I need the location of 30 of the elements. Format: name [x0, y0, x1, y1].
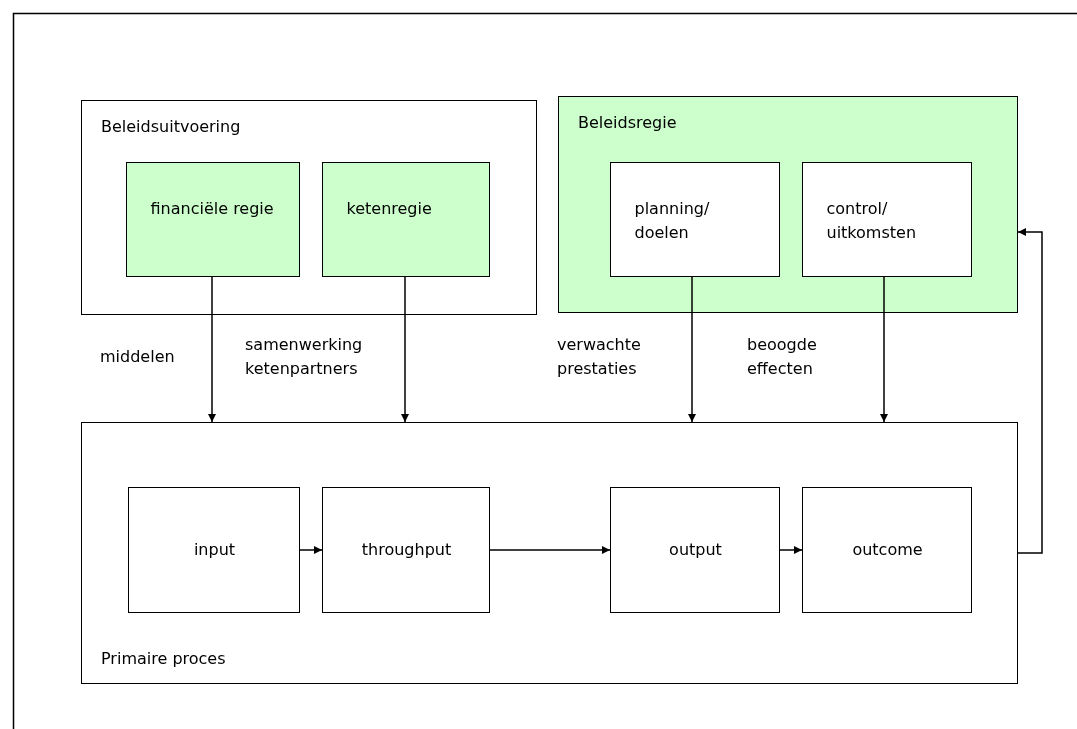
box-label: input: [192, 538, 237, 561]
arrow: [299, 546, 323, 554]
box-label: throughput: [360, 538, 453, 561]
arrow: [688, 276, 696, 423]
box-label: ketenregie: [346, 197, 433, 220]
arrow: [880, 276, 888, 423]
box-label: control/ uitkomsten: [826, 197, 918, 244]
group-title: Beleidsuitvoering: [101, 116, 241, 138]
group-box: [558, 96, 1018, 313]
process-box: [125, 161, 300, 277]
box-label: output: [668, 538, 723, 561]
arrow: [208, 276, 216, 423]
group-box: [81, 422, 1018, 684]
group-title: Beleidsregie: [578, 112, 677, 134]
arrow: [779, 546, 803, 554]
arrow: [401, 276, 409, 423]
box-label: outcome: [851, 538, 924, 561]
process-box: [801, 161, 972, 277]
process-box: [609, 486, 780, 613]
arrow: [489, 546, 611, 554]
process-box: [321, 486, 490, 613]
group-title: Primaire proces: [101, 648, 226, 670]
box-label: planning/ doelen: [634, 197, 711, 244]
group-box: [81, 100, 537, 315]
process-box: [127, 486, 300, 613]
process-box: [609, 161, 780, 277]
process-box: [321, 161, 490, 277]
box-label: financiële regie: [150, 197, 275, 220]
process-box: [801, 486, 972, 613]
arrow: [1017, 228, 1043, 554]
